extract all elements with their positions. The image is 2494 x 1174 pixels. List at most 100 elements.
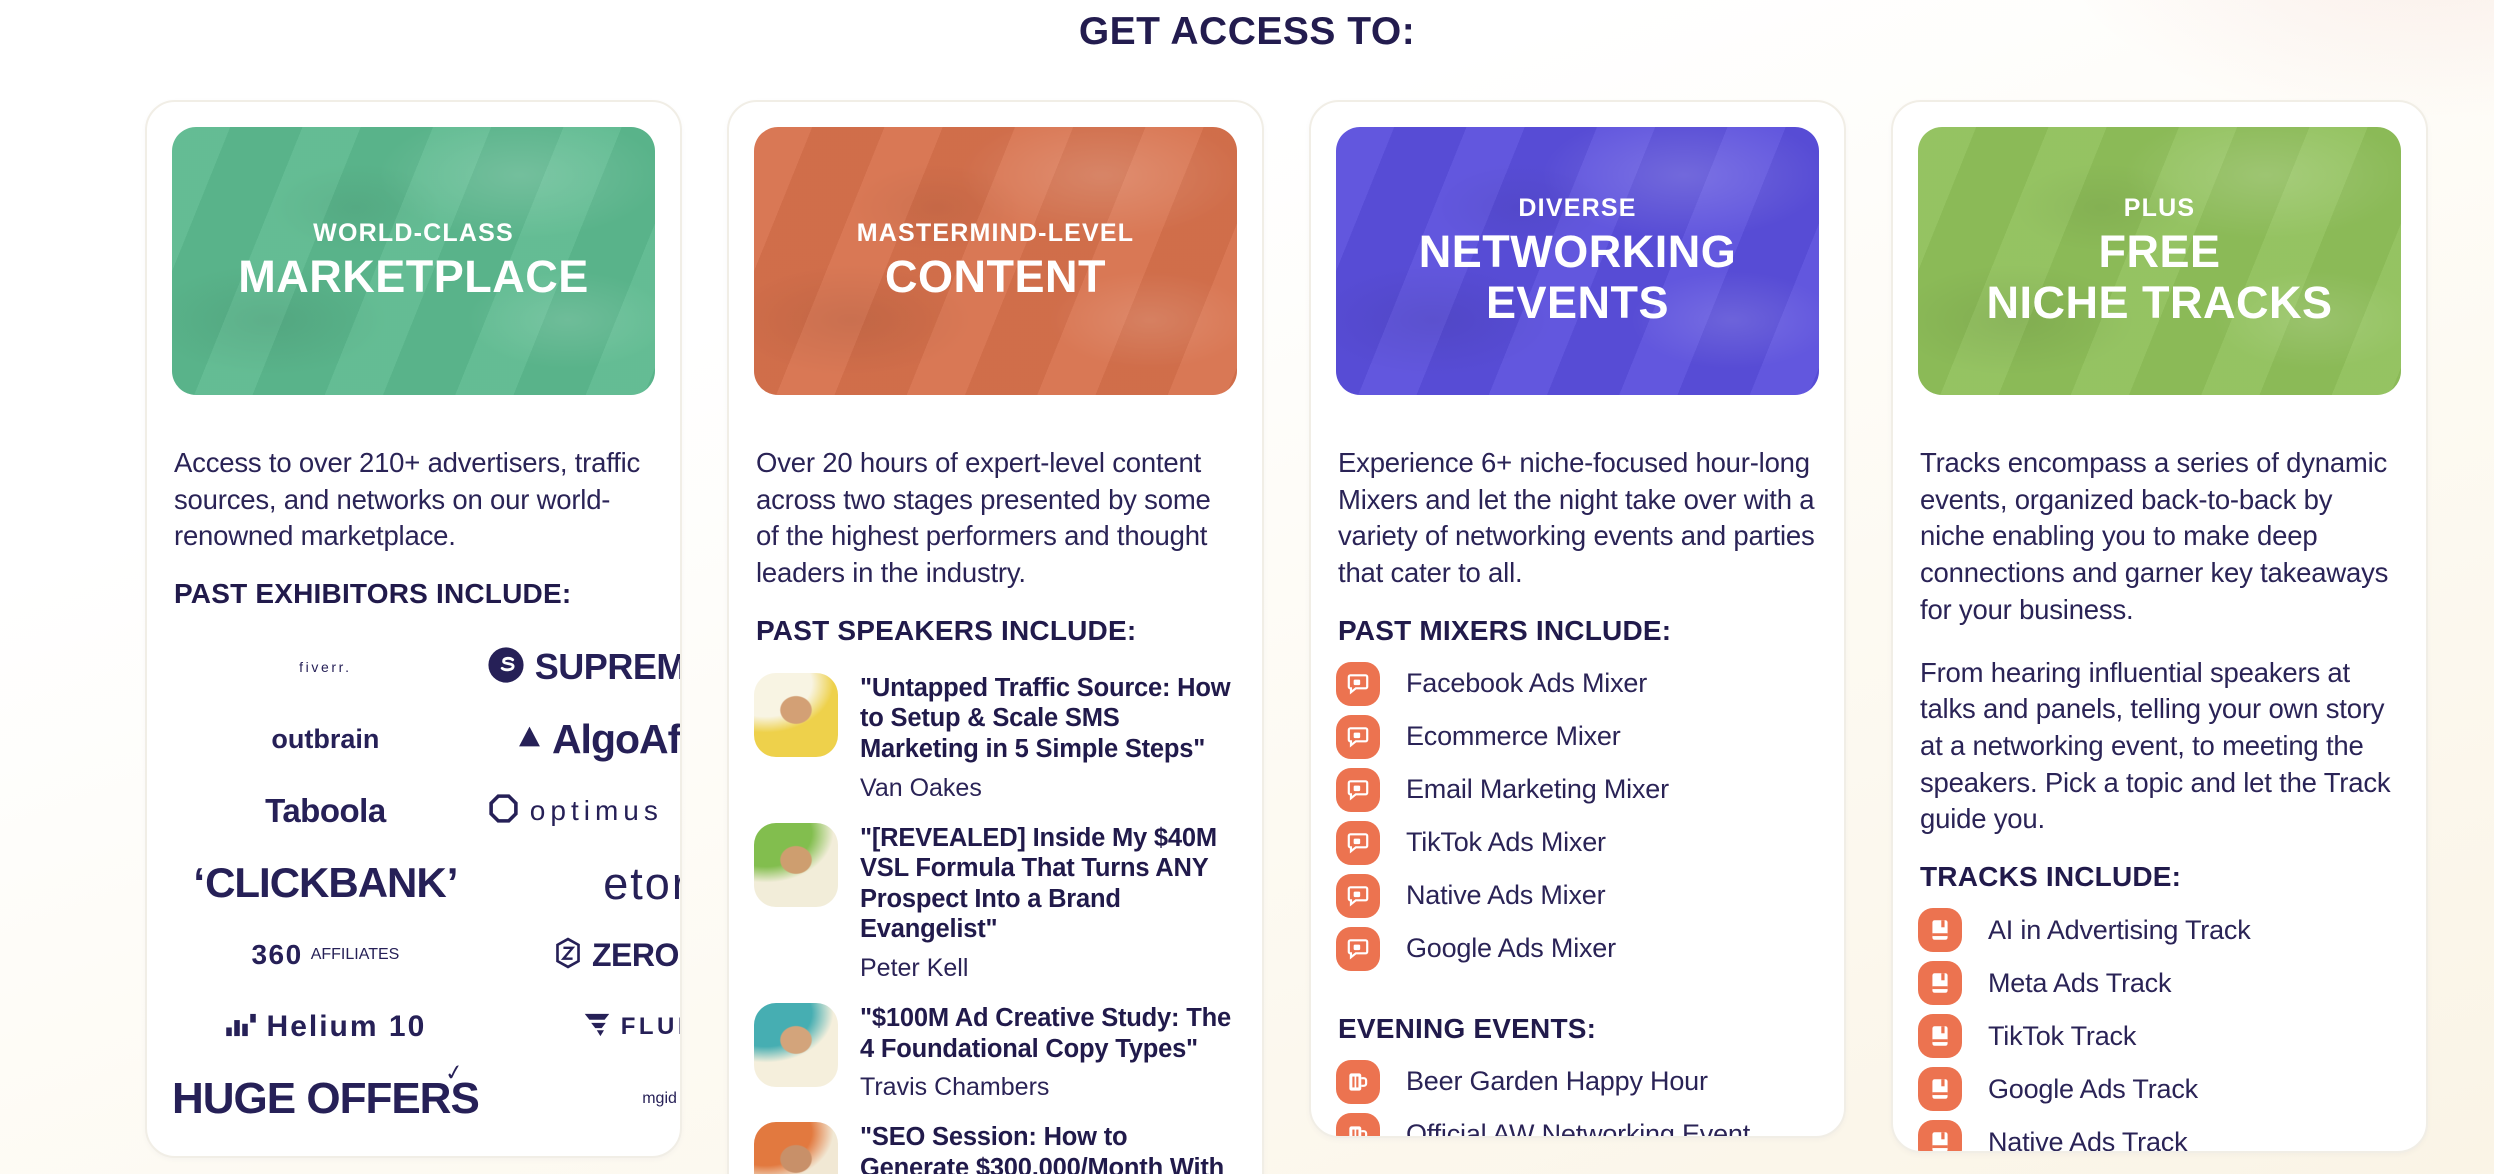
mixer-list-item: Facebook Ads Mixer [1336,661,1819,706]
tile-title: CONTENT [885,251,1106,303]
zeropark-hexagon-icon [554,937,582,974]
mixer-label: TikTok Ads Mixer [1406,827,1606,858]
tracks-list: AI in Advertising Track Meta Ads Track [1918,908,2401,1153]
card-networking-events: DIVERSE NETWORKING EVENTS Experience 6+ … [1309,100,1846,1138]
exhibitor-logo: mgid [642,1070,677,1128]
exhibitor-logo-label: optimus [529,795,663,827]
optimus-hexagon-icon [487,792,520,830]
track-list-item: Google Ads Track [1918,1067,2401,1112]
mixer-list-item: Native Ads Mixer [1336,873,1819,918]
book-icon [1918,1014,1962,1059]
exhibitor-logo-label: Helium 10 [266,1010,427,1044]
evening-event-list-item: Beer Garden Happy Hour [1336,1059,1819,1104]
track-label: Meta Ads Track [1988,967,2172,998]
mixer-label: Google Ads Mixer [1406,933,1616,964]
speakers-list: "Untapped Traffic Source: How to Setup &… [754,672,1237,1174]
speaker-avatar [754,822,838,907]
content-description: Over 20 hours of expert-level content ac… [756,447,1211,589]
speaker-list-item: "SEO Session: How to Generate $300,000/M… [754,1122,1237,1174]
mixer-list-item: TikTok Ads Mixer [1336,820,1819,865]
speakers-heading: PAST SPEAKERS INCLUDE: [756,614,1137,646]
tracks-heading: TRACKS INCLUDE: [1920,861,2182,893]
tile-title: FREE NICHE TRACKS [1986,225,2333,328]
supreme-media-icon [487,646,525,689]
mixer-label: Email Marketing Mixer [1406,774,1669,805]
speaker-talk-title: "[REVEALED] Inside My $40M VSL Formula T… [860,823,1217,944]
speaker-talk-title: "Untapped Traffic Source: How to Setup &… [860,673,1231,763]
book-icon [1918,1120,1962,1151]
evening-events-heading: EVENING EVENTS: [1338,1012,1597,1044]
speaker-name: Van Oakes [860,773,982,802]
mixer-label: Native Ads Mixer [1406,880,1606,911]
exhibitors-heading: PAST EXHIBITORS INCLUDE: [174,578,572,610]
niche-tracks-tile: PLUS FREE NICHE TRACKS [1918,127,2401,395]
exhibitor-logo-label: HUGE OFFERS [172,1074,480,1124]
exhibitor-logo: 360 AFFILIATES [251,926,399,984]
exhibitor-logo-label: 360 [251,939,303,971]
tile-eyebrow: WORLD-CLASS [313,219,514,248]
tracks-description-1: Tracks encompass a series of dynamic eve… [1920,447,2389,625]
track-label: Google Ads Track [1988,1073,2198,1104]
tile-title: MARKETPLACE [238,251,589,303]
marketplace-description: Access to over 210+ advertisers, traffic… [174,447,641,552]
algo-affiliates-triangle-icon [517,725,542,753]
mixer-list-item: Email Marketing Mixer [1336,767,1819,812]
tile-eyebrow: DIVERSE [1518,193,1637,222]
exhibitor-logo-label: SUPREME MEDIA [534,646,680,688]
exhibitor-logo-subtext: AFFILIATES [310,946,400,964]
exhibitor-logo-label: mgid [642,1090,677,1108]
tile-title: NETWORKING EVENTS [1418,225,1737,328]
speaker-list-item: "[REVEALED] Inside My $40M VSL Formula T… [754,822,1237,983]
beer-mug-icon [1336,1059,1380,1104]
book-icon [1918,908,1962,953]
track-list-item: TikTok Track [1918,1014,2401,1059]
speaker-avatar [754,1002,838,1087]
chat-bubble-icon [1336,661,1380,706]
exhibitor-logo: Taboola [265,782,386,840]
speaker-talk-title: "SEO Session: How to Generate $300,000/M… [860,1123,1225,1174]
mixers-list: Facebook Ads Mixer Ecommerce Mixer [1336,661,1819,971]
speaker-list-item: "Untapped Traffic Source: How to Setup &… [754,672,1237,803]
tile-eyebrow: MASTERMIND-LEVEL [856,219,1135,248]
track-label: TikTok Track [1988,1020,2137,1051]
helium10-bars-icon [225,1011,257,1044]
chat-bubble-icon [1336,820,1380,865]
exhibitor-logo: FLUENT [583,998,680,1056]
exhibitor-logo: fiverr. [299,638,351,696]
card-marketplace: WORLD-CLASS MARKETPLACE Access to over 2… [145,100,682,1158]
networking-tile: DIVERSE NETWORKING EVENTS [1336,127,1819,395]
speaker-list-item: "$100M Ad Creative Study: The 4 Foundati… [754,1002,1237,1102]
mixer-label: Ecommerce Mixer [1406,721,1621,752]
exhibitor-logo-label: AlgoAffiliates [551,715,682,762]
exhibitor-logo-subtext: transforming the industry [671,793,680,829]
exhibitor-logo-label: FLUENT [620,1013,680,1041]
track-label: Native Ads Track [1988,1126,2188,1153]
exhibitor-logo: SUPREME MEDIA [487,638,680,696]
chat-bubble-icon [1336,767,1380,812]
tracks-description-2: From hearing influential speakers at tal… [1920,656,2391,835]
track-list-item: Meta Ads Track [1918,961,2401,1006]
exhibitor-logo-label: ZEROPARK [591,936,680,973]
networking-description: Experience 6+ niche-focused hour-long Mi… [1338,447,1815,589]
chat-bubble-icon [1336,714,1380,759]
exhibitor-logo: etoro [603,854,680,912]
mixers-heading: PAST MIXERS INCLUDE: [1338,614,1672,646]
speaker-name: Peter Kell [860,953,969,982]
speaker-name: Travis Chambers [860,1073,1050,1102]
mixer-list-item: Ecommerce Mixer [1336,714,1819,759]
cards-row: WORLD-CLASS MARKETPLACE Access to over 2… [0,100,2494,1174]
speaker-talk-title: "$100M Ad Creative Study: The 4 Foundati… [860,1003,1231,1063]
exhibitor-logo: Helium 10 [225,998,427,1056]
fluent-funnel-icon [583,1012,611,1043]
speaker-avatar [754,1122,838,1174]
chat-bubble-icon [1336,873,1380,918]
track-label: AI in Advertising Track [1988,914,2251,945]
exhibitor-logo-label: fiverr. [299,659,352,676]
evening-event-label: Official AW Networking Event [1406,1119,1751,1138]
speaker-avatar [754,672,838,757]
exhibitor-logo-label: CLICKBANK [193,859,457,907]
evening-events-list: Beer Garden Happy Hour Official AW Netwo… [1336,1059,1819,1138]
exhibitor-logo: HUGE OFFERS [172,1070,480,1128]
exhibitor-logo-label: outbrain [271,723,380,754]
